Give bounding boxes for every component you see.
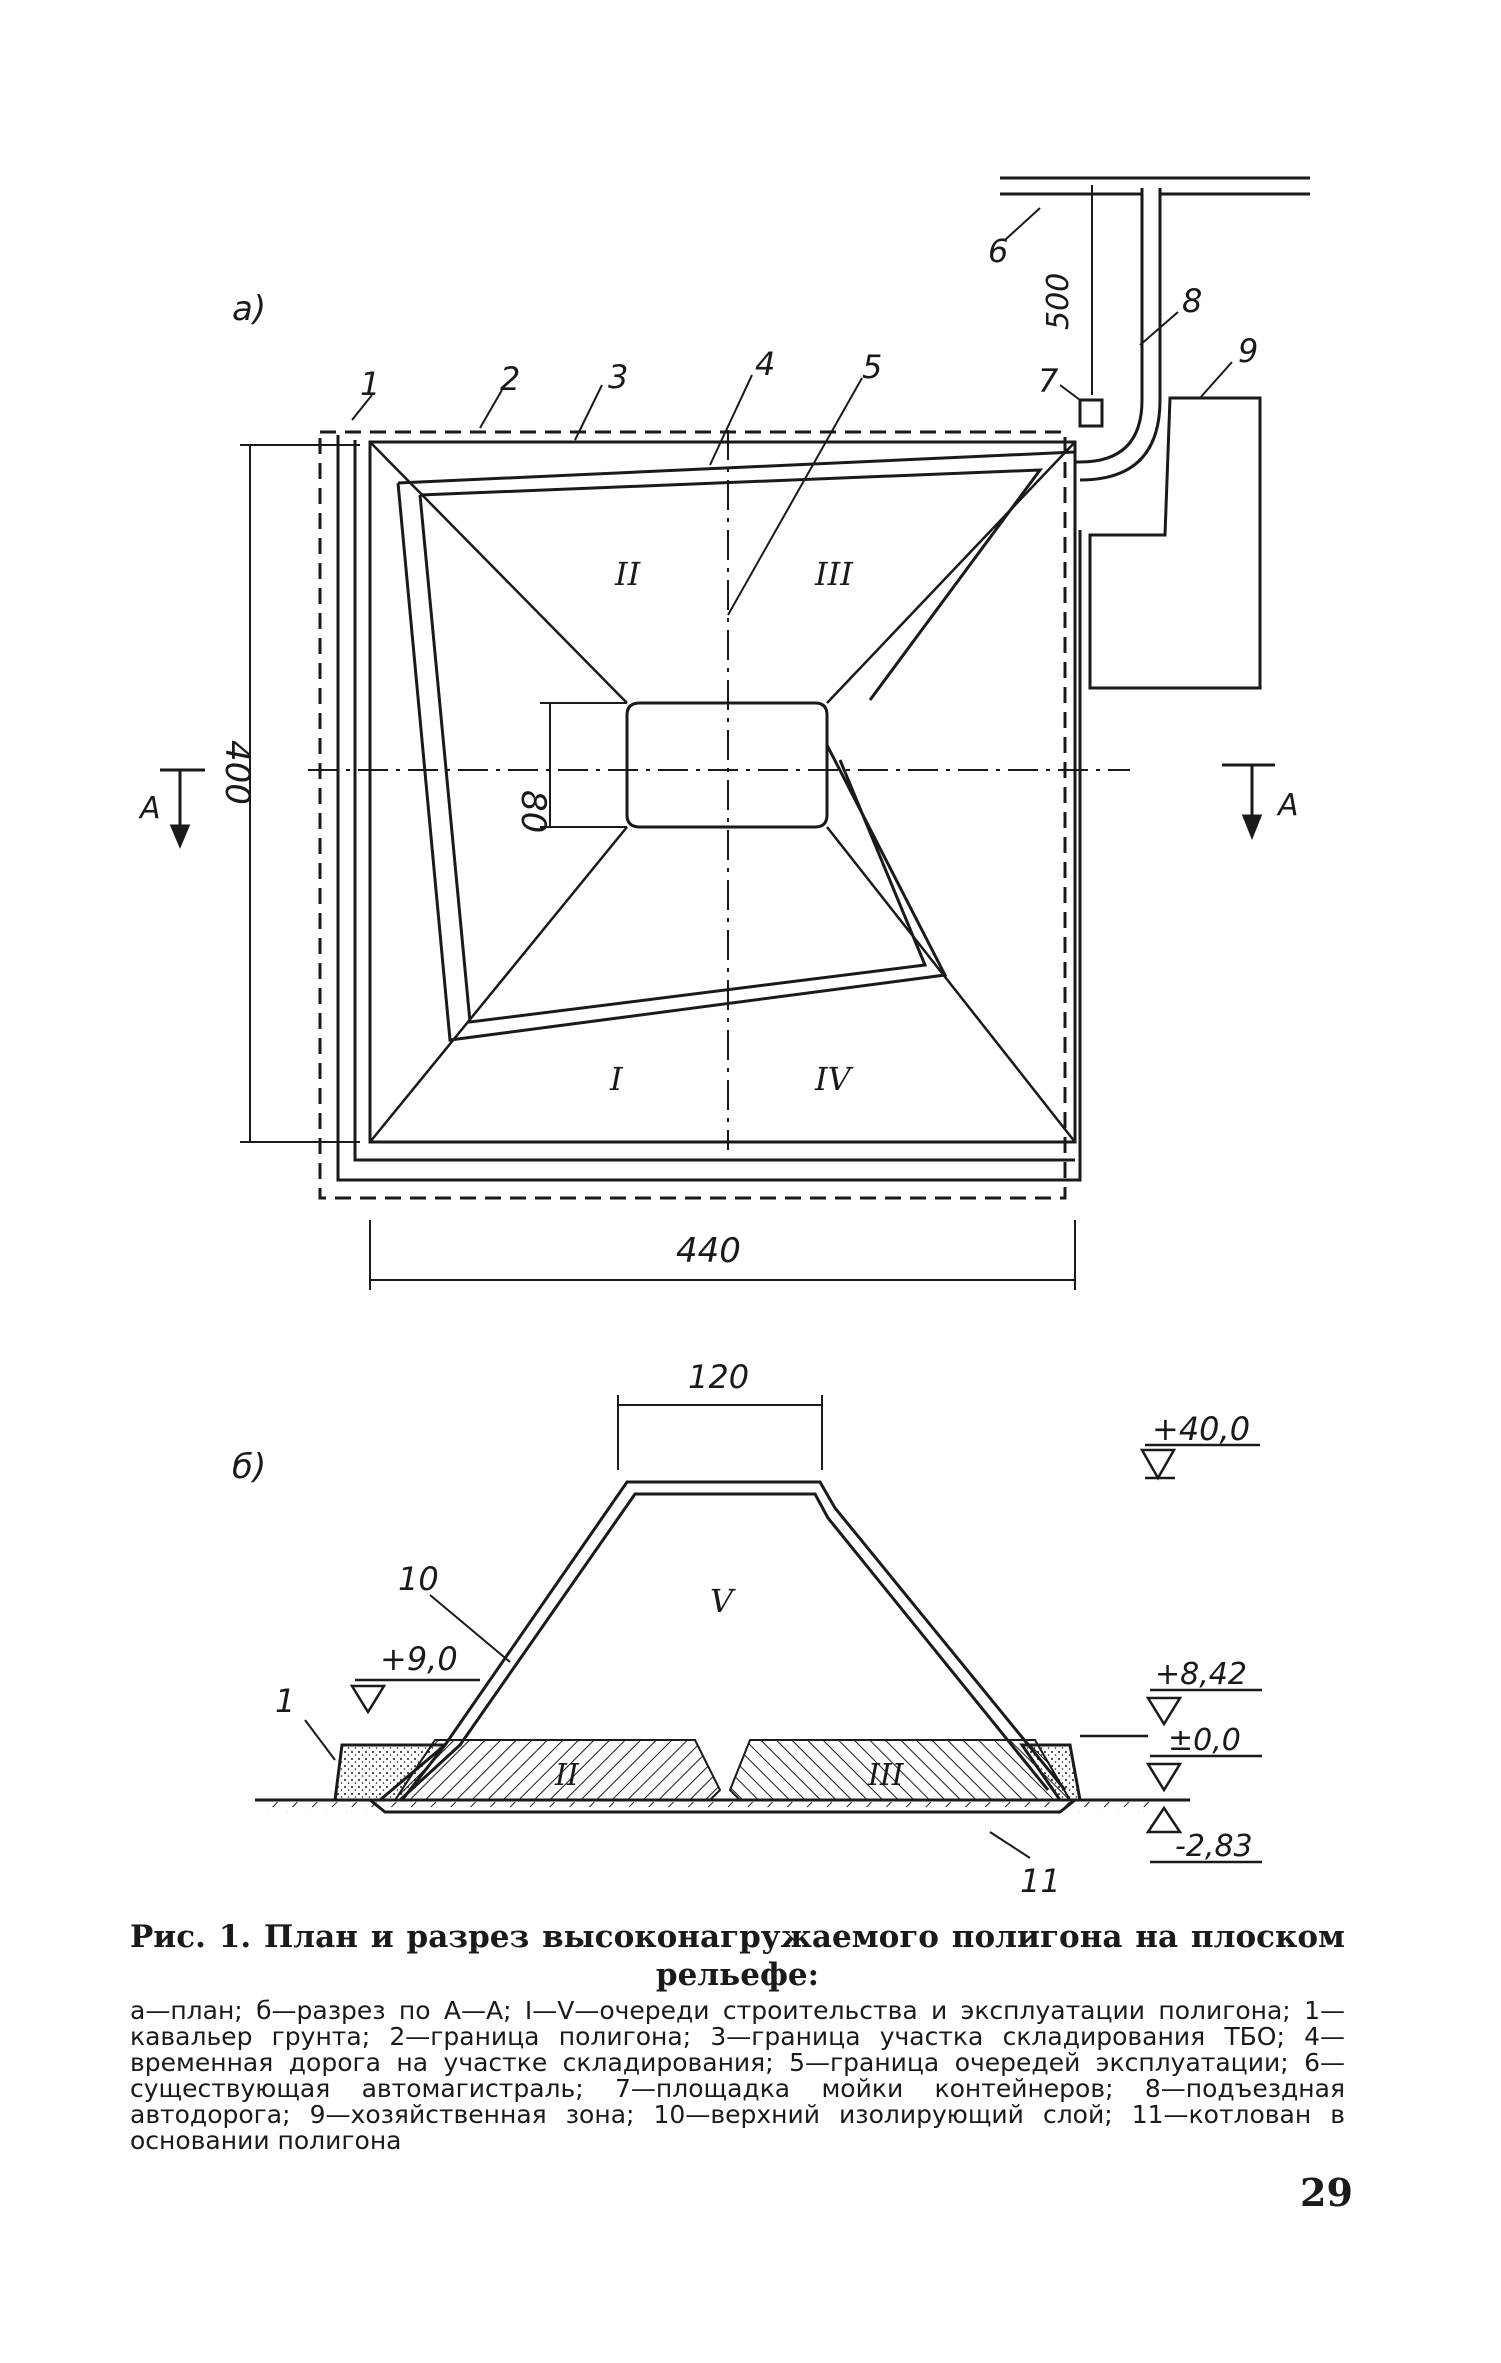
section-mark-a-left: A (138, 791, 161, 826)
top-isolating-layer (398, 1492, 1050, 1802)
elev-0: ±0,0 (1168, 1723, 1241, 1758)
panel-a-label: а) (232, 289, 266, 329)
foundation-pit (369, 1798, 1076, 1814)
landfill-top-platform (625, 701, 829, 829)
callout-5: 5 (862, 348, 882, 386)
callout-7: 7 (1038, 362, 1059, 400)
elev-8-42: +8,42 (1155, 1657, 1247, 1692)
section-view (255, 1395, 1262, 1864)
callout-3: 3 (608, 358, 628, 396)
soil-berm (336, 435, 1082, 1182)
top-dimension (617, 1395, 823, 1470)
zone-IV: IV (814, 1060, 854, 1098)
dim-width: 440 (676, 1231, 741, 1271)
plan-callout-numbers: 1 2 3 4 5 6 7 8 9 (360, 232, 1258, 403)
pyramid-ridges (369, 441, 1076, 1143)
zone-III: III (814, 555, 854, 593)
figure-caption: Рис. 1. План и разрез высоконагружаемого… (130, 1918, 1345, 2154)
access-road (1075, 188, 1162, 482)
dim-height: 400 (217, 740, 257, 805)
section-zone-III-label: III (867, 1758, 905, 1793)
callout-9: 9 (1238, 332, 1258, 370)
callout-1: 1 (360, 365, 380, 403)
section-mark-right (1222, 763, 1275, 841)
page-number: 29 (1300, 2170, 1353, 2215)
wash-pad (1078, 398, 1104, 428)
callout-10: 10 (398, 1560, 439, 1598)
callout-8: 8 (1182, 282, 1202, 320)
section-callout-1: 1 (275, 1682, 295, 1720)
service-zone (1088, 396, 1262, 690)
polygon-boundary (318, 430, 1067, 1200)
caption-title: Рис. 1. План и разрез высоконагружаемого… (130, 1919, 1345, 1993)
panel-b-label: б) (232, 1447, 266, 1487)
caption-text: а—план; б—разрез по А—А; I—V—очереди стр… (130, 1996, 1345, 2155)
section-leaders (304, 1594, 1031, 1859)
zone-II: II (614, 555, 642, 593)
callout-4: 4 (755, 345, 775, 383)
dim-road: 500 (1041, 273, 1076, 330)
elev-9: +9,0 (380, 1640, 458, 1678)
zone-V: V (710, 1582, 736, 1620)
callout-11: 11 (1020, 1862, 1061, 1900)
callout-2: 2 (500, 360, 520, 398)
zone-I: I (609, 1060, 624, 1098)
dimension-lines (240, 185, 1093, 1290)
dim-center: 80 (513, 790, 553, 833)
section-mark-a-right: A (1276, 788, 1299, 823)
elevation-marks (349, 1443, 1262, 1864)
dim-top: 120 (688, 1358, 749, 1396)
elev-40: +40,0 (1152, 1410, 1250, 1448)
existing-highway (1000, 176, 1310, 196)
section-mark-left (160, 768, 205, 849)
plan-view (160, 176, 1310, 1290)
section-zone-II-label: II (554, 1758, 580, 1793)
callout-leaders (351, 207, 1233, 616)
figure-drawing: а) 1 2 3 4 5 6 7 8 9 II III I IV 400 440… (138, 176, 1310, 1900)
temporary-road (396, 450, 1076, 1042)
callout-6: 6 (988, 232, 1008, 270)
landfill-body (379, 1480, 1067, 1802)
plan-zone-labels: II III I IV (609, 555, 854, 1098)
elev-minus-2-83: -2,83 (1175, 1829, 1253, 1864)
